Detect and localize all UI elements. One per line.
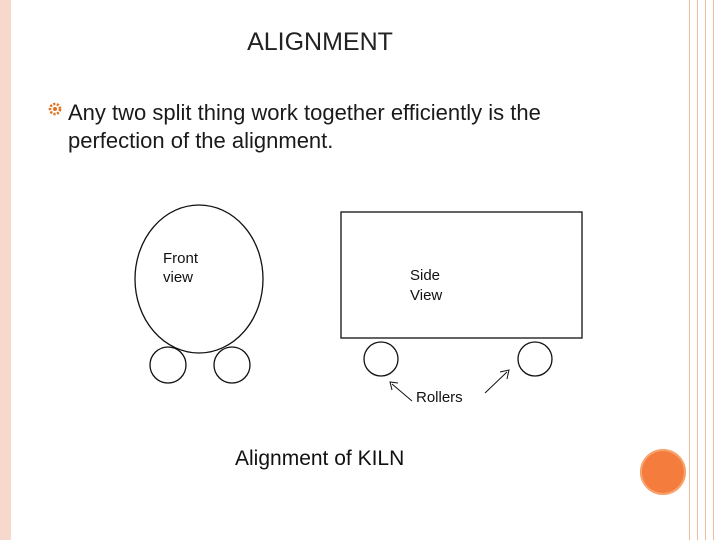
front-roller-left [149, 346, 187, 384]
slide-title: ALIGNMENT [247, 28, 393, 56]
bullet-text: Any two split thing work together effici… [68, 100, 541, 153]
right-rule-line [697, 0, 698, 540]
rollers-label: Rollers [416, 389, 463, 406]
side-label-line1: Side [410, 267, 440, 284]
side-label-line2: View [410, 287, 442, 304]
front-view-shell [134, 204, 264, 354]
right-rule-line [713, 0, 714, 540]
orange-circle-decoration [640, 449, 686, 495]
arrowhead-right [499, 369, 510, 380]
gear-bullet-icon [48, 102, 62, 116]
arrow-to-right-roller [484, 371, 508, 394]
arrow-to-left-roller [391, 383, 413, 402]
arrowhead-left [389, 381, 399, 391]
figure-caption: Alignment of KILN [235, 447, 405, 470]
front-label-line2: view [163, 269, 193, 286]
left-border-strip [0, 0, 11, 540]
right-rule-line [689, 0, 690, 540]
side-roller-right [517, 341, 553, 377]
front-roller-right [213, 346, 251, 384]
side-roller-left [363, 341, 399, 377]
side-view-shell [340, 211, 583, 339]
right-rule-line [705, 0, 706, 540]
front-label-line1: Front [163, 250, 199, 267]
